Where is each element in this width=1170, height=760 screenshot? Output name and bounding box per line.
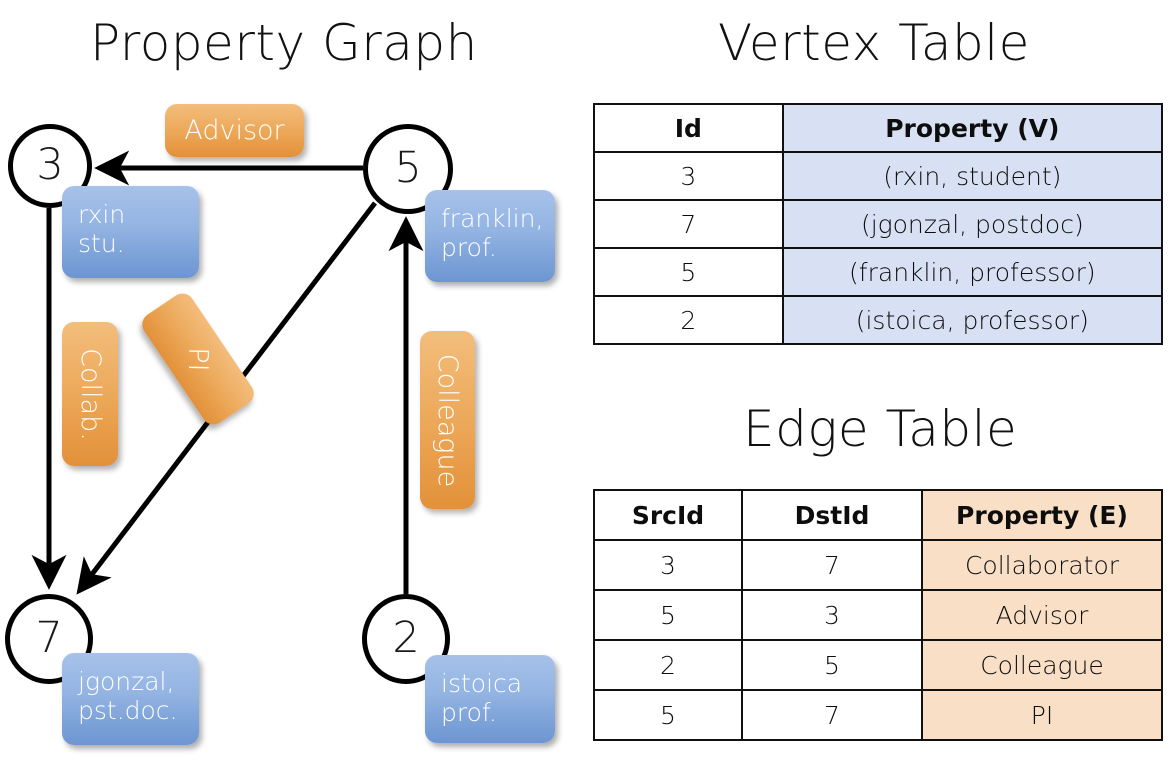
vertex-cell-id: 7	[593, 199, 784, 249]
edge-table-header-srcid: SrcId	[593, 489, 743, 541]
vertex-cell-property: (jgonzal, postdoc)	[781, 199, 1164, 249]
edge-cell-property: Collaborator	[921, 539, 1163, 591]
graph-node-2-label: 2	[392, 612, 420, 663]
page-title-property-graph: Property Graph	[90, 14, 478, 72]
vertex-cell-property: (istoica, professor)	[781, 295, 1164, 345]
edge-cell-srcid: 3	[593, 539, 743, 591]
edge-label-collab-text: Collab.	[74, 347, 106, 441]
vertex-table-header-id: Id	[593, 103, 784, 153]
vertex-property-box-3: rxin stu.	[62, 186, 199, 278]
edge-cell-dstid: 3	[741, 589, 923, 641]
edge-label-colleague: Colleague	[420, 331, 475, 509]
edge-cell-property: Advisor	[921, 589, 1163, 641]
graph-node-2[interactable]: 2	[362, 594, 450, 684]
edge-cell-srcid: 5	[593, 689, 743, 741]
edge-label-advisor-text: Advisor	[184, 115, 285, 146]
vertex-cell-property: (franklin, professor)	[781, 247, 1164, 297]
page-title-vertex-table: Vertex Table	[718, 14, 1030, 72]
table-row[interactable]: 3 (rxin, student)	[593, 151, 1164, 201]
property-graph-diagram: 3 5 7 2 rxin stu. franklin, prof. jgonza…	[5, 104, 555, 745]
edge-cell-dstid: 7	[741, 539, 923, 591]
graph-node-5[interactable]: 5	[363, 124, 453, 214]
edge-table-header-dstid: DstId	[741, 489, 923, 541]
table-row[interactable]: 5 7 PI	[593, 689, 1163, 741]
edge-cell-dstid: 7	[741, 689, 923, 741]
edge-label-collab: Collab.	[62, 322, 118, 466]
table-row[interactable]: 7 (jgonzal, postdoc)	[593, 199, 1164, 249]
edge-label-advisor: Advisor	[165, 104, 304, 157]
edge-table: SrcId DstId Property (E) 3 7 Collaborato…	[593, 489, 1163, 741]
vertex-cell-id: 5	[593, 247, 784, 297]
vertex-cell-id: 3	[593, 151, 784, 201]
vertex-table: Id Property (V) 3 (rxin, student) 7 (jgo…	[593, 103, 1164, 345]
vertex-cell-id: 2	[593, 295, 784, 345]
edge-table-header-row: SrcId DstId Property (E)	[593, 489, 1163, 541]
edge-cell-srcid: 5	[593, 589, 743, 641]
graph-node-3-label: 3	[36, 139, 64, 190]
table-row[interactable]: 3 7 Collaborator	[593, 539, 1163, 591]
graph-node-5-label: 5	[394, 142, 422, 193]
table-row[interactable]: 2 (istoica, professor)	[593, 295, 1164, 345]
edge-label-pi-text: PI	[182, 346, 214, 372]
vertex-property-box-5: franklin, prof.	[425, 190, 555, 282]
page-title-edge-table: Edge Table	[743, 400, 1018, 458]
table-row[interactable]: 5 (franklin, professor)	[593, 247, 1164, 297]
edge-cell-dstid: 5	[741, 639, 923, 691]
vertex-cell-property: (rxin, student)	[781, 151, 1164, 201]
vertex-property-box-2: istoica prof.	[425, 655, 555, 743]
vertex-property-box-7: jgonzal, pst.doc.	[62, 653, 199, 745]
table-row[interactable]: 5 3 Advisor	[593, 589, 1163, 641]
vertex-table-header-property: Property (V)	[781, 103, 1164, 153]
table-row[interactable]: 2 5 Colleague	[593, 639, 1163, 691]
edge-label-colleague-text: Colleague	[432, 353, 463, 487]
edge-table-header-property: Property (E)	[921, 489, 1163, 541]
edge-cell-property: PI	[921, 689, 1163, 741]
vertex-table-header-row: Id Property (V)	[593, 103, 1164, 153]
edge-cell-property: Colleague	[921, 639, 1163, 691]
edge-cell-srcid: 2	[593, 639, 743, 691]
graph-node-7-label: 7	[35, 612, 63, 663]
